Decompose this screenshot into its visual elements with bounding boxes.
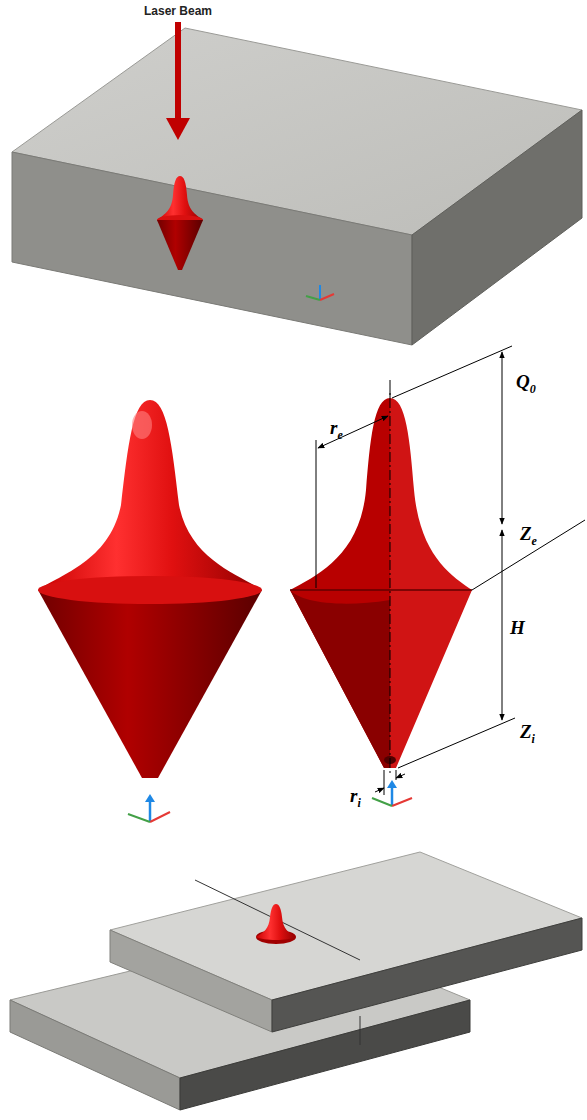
upper-plate [110, 852, 582, 1045]
dimension-label: ri [350, 786, 361, 805]
axis-triad [372, 780, 412, 806]
dimension-lines [316, 346, 585, 795]
axis-triad [128, 794, 170, 822]
dimension-label: Zi [520, 722, 535, 741]
symbol: r [330, 417, 337, 438]
heat-source-small [157, 176, 203, 270]
heat-source-joint [256, 904, 296, 944]
center-axis [390, 380, 391, 775]
subscript: i [532, 732, 535, 746]
symbol: Z [520, 523, 532, 544]
symbol: Z [520, 721, 532, 742]
dimension-label: H [510, 618, 525, 637]
dimension-label: Q0 [516, 372, 536, 391]
axis-triad [306, 285, 334, 300]
subscript: e [337, 428, 342, 442]
subscript: e [532, 534, 537, 548]
symbol: r [350, 785, 357, 806]
dimension-label: Ze [520, 524, 537, 543]
subscript: 0 [530, 382, 536, 396]
laser-beam-arrow [166, 22, 190, 140]
heat-source-full [38, 400, 262, 778]
beam-label: Laser Beam [144, 4, 212, 18]
symbol: Q [516, 371, 530, 392]
slab [12, 28, 582, 345]
heat-source-section [290, 398, 472, 768]
subscript: i [357, 796, 360, 810]
dimension-label: re [330, 418, 343, 437]
